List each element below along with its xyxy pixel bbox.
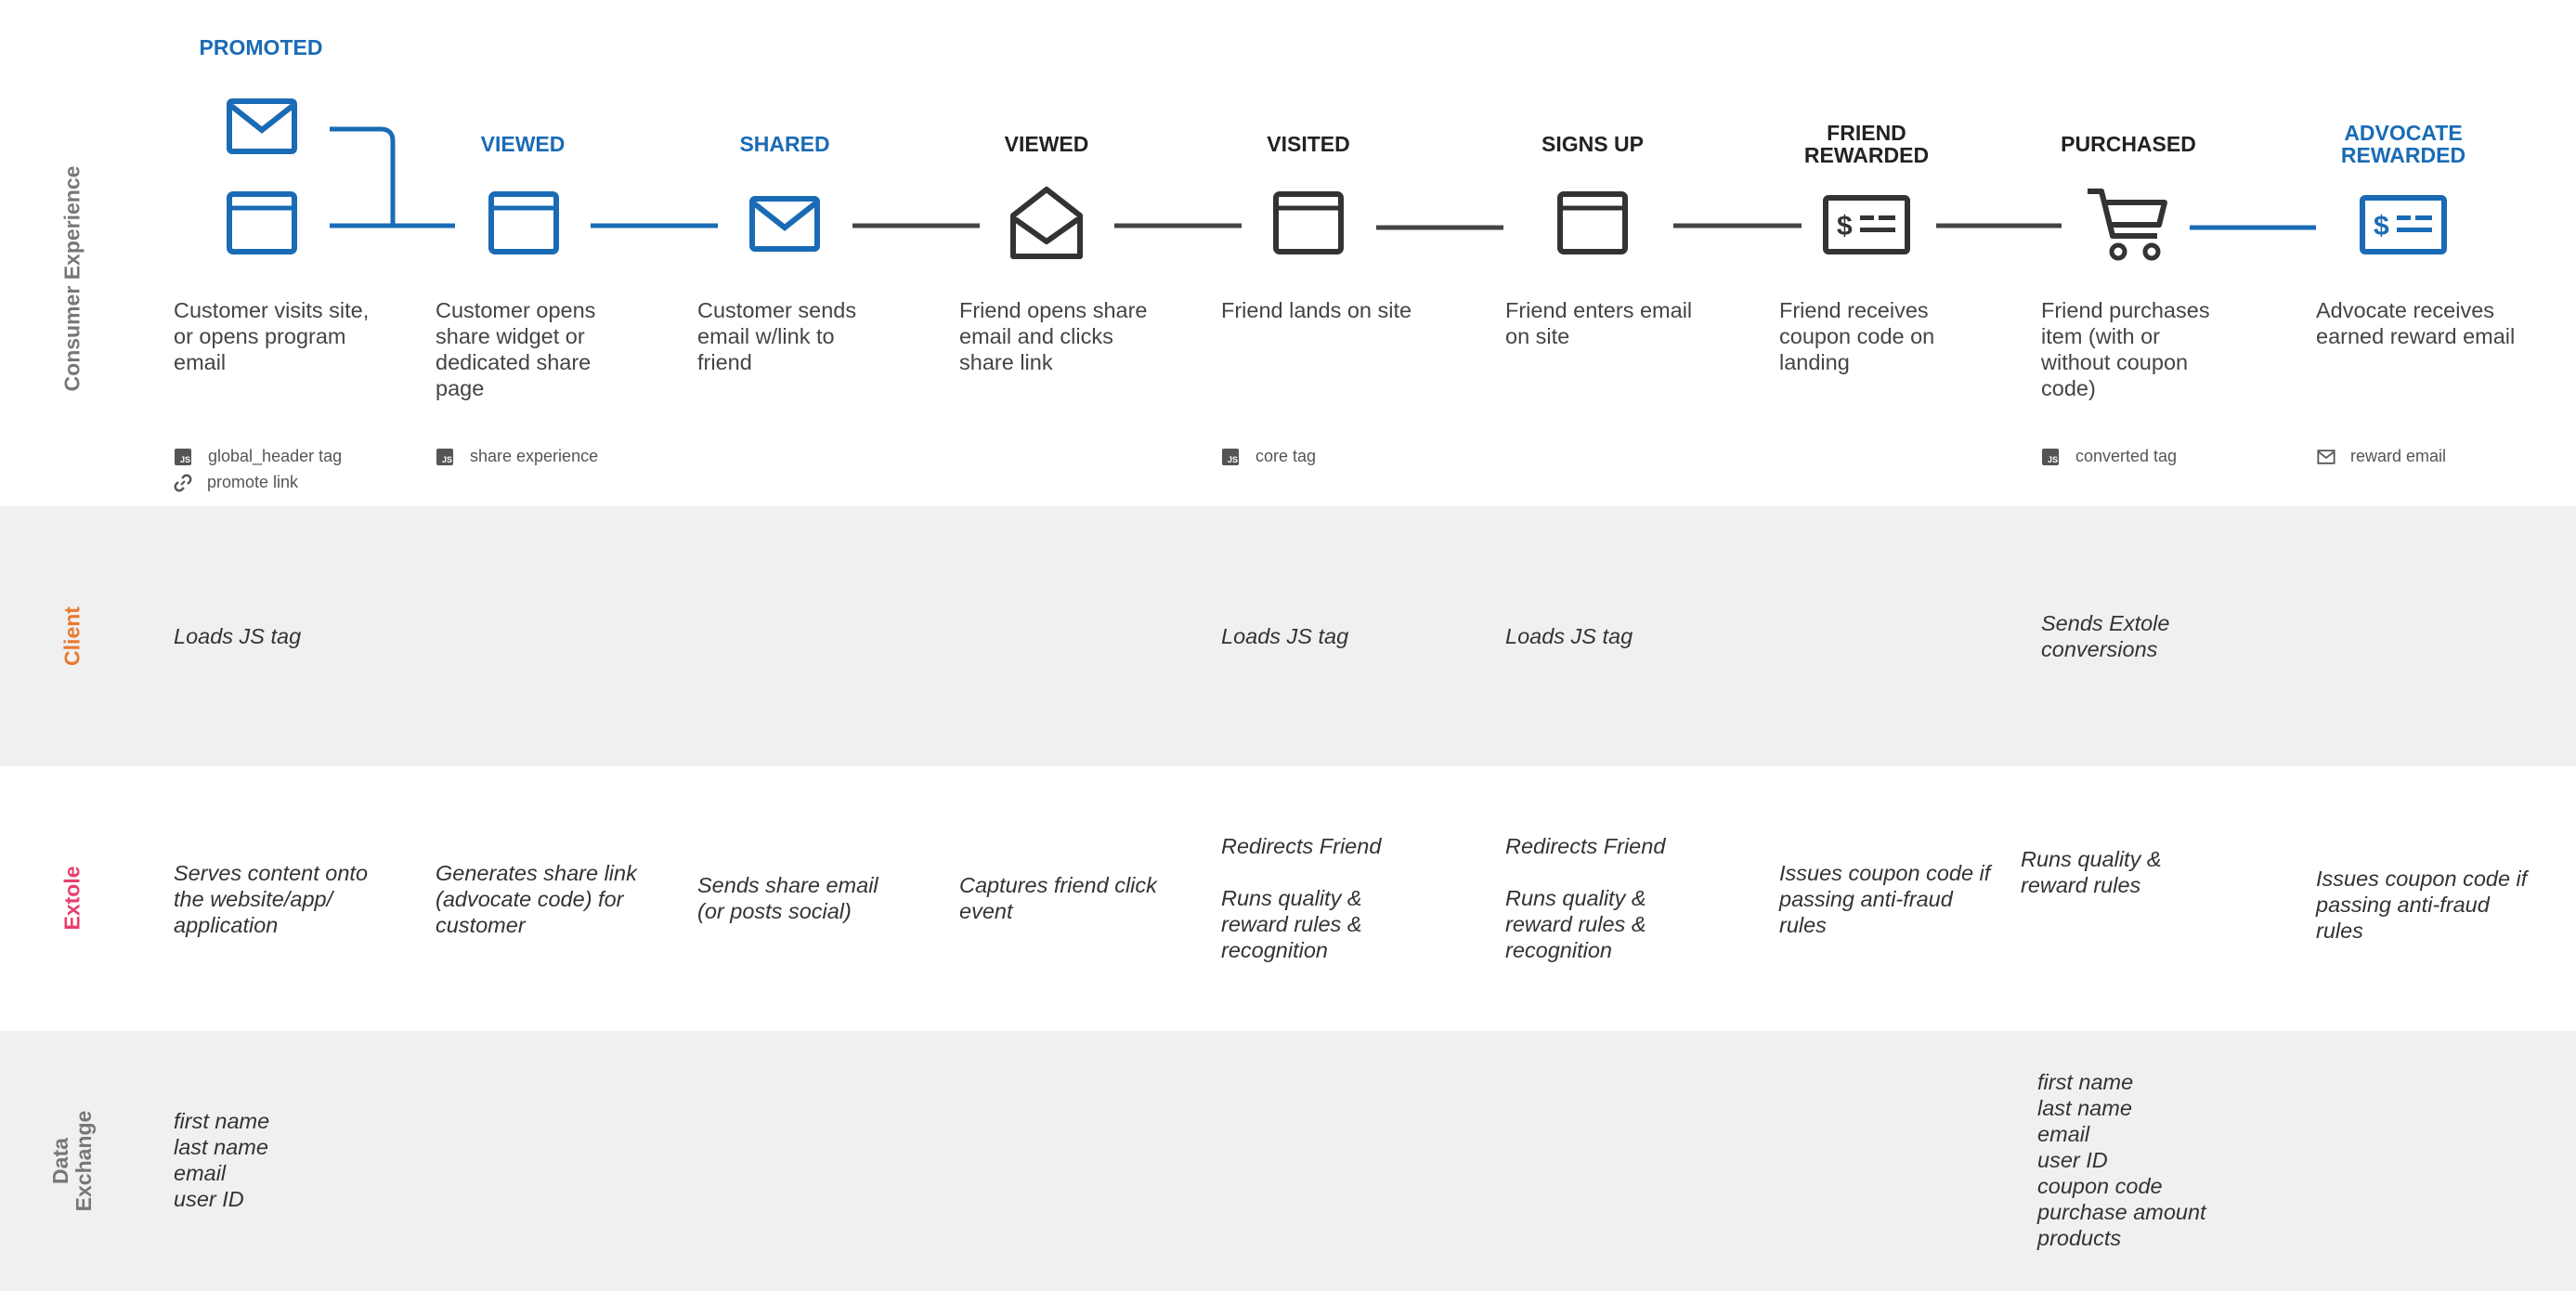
coupon-icon: $ <box>1823 195 1910 254</box>
stage-title-shared: SHARED <box>739 132 830 156</box>
extole-action: Redirects Friend Runs quality & reward r… <box>1505 834 1666 962</box>
browser-icon <box>1273 191 1344 254</box>
extole-action: Redirects Friend Runs quality & reward r… <box>1221 834 1382 962</box>
link-icon <box>174 474 192 492</box>
stage-description: Friend receives coupon code on landing <box>1779 298 1935 374</box>
stage-title-purchased: PURCHASED <box>2061 132 2196 156</box>
client-action: Loads JS tag <box>1221 624 1349 648</box>
tag-promote-link: promote link <box>174 473 298 492</box>
stage-description: Friend lands on site <box>1221 298 1412 322</box>
stage-title-visited: VISITED <box>1267 132 1350 156</box>
stage-title-viewed: VIEWED <box>480 132 566 156</box>
extole-action: Issues coupon code if passing anti-fraud… <box>2316 867 2528 943</box>
row-label-extole: Extole <box>59 866 85 931</box>
browser-icon <box>227 191 297 254</box>
svg-text:$: $ <box>2374 211 2389 241</box>
flow-connectors <box>330 126 2316 230</box>
browser-icon <box>488 191 559 254</box>
envelope-icon <box>749 196 820 252</box>
js-icon: JS <box>436 449 453 466</box>
stage-description: Customer opens share widget or dedicated… <box>436 298 596 400</box>
client-action: Sends Extole conversions <box>2041 611 2170 661</box>
extole-action: Generates share link (advocate code) for… <box>436 861 637 937</box>
data-exchange-band <box>0 1031 2576 1291</box>
cart-icon <box>2088 189 2167 261</box>
envelope-icon <box>2317 450 2335 464</box>
data-exchange-list-right: first name last name email user ID coupo… <box>2037 1070 2206 1250</box>
row-label-client: Client <box>59 606 85 666</box>
svg-text:$: $ <box>1837 211 1853 241</box>
stage-title-signs-up: SIGNS UP <box>1542 132 1644 156</box>
stage-description: Friend opens share email and clicks shar… <box>959 298 1148 374</box>
extole-action: Captures friend click event <box>959 873 1157 923</box>
stage-description: Friend purchases item (with or without c… <box>2041 298 2210 400</box>
stage-description: Friend enters email on site <box>1505 298 1693 348</box>
stage-description: Customer sends email w/link to friend <box>697 298 857 374</box>
stage-title-promoted: PROMOTED <box>199 35 323 59</box>
js-icon: JS <box>1222 449 1239 466</box>
js-icon: JS <box>175 449 191 466</box>
js-icon: JS <box>2042 449 2059 466</box>
client-band <box>0 506 2576 766</box>
browser-icon <box>1557 191 1628 254</box>
data-exchange-list-left: first name last name email user ID <box>174 1109 270 1211</box>
stage-title-friend-rewarded: FRIEND REWARDED <box>1803 121 1930 167</box>
extole-action: Sends share email (or posts social) <box>697 873 878 923</box>
envelope-icon <box>227 98 297 154</box>
extole-action: Serves content onto the website/app/ app… <box>174 861 369 937</box>
stage-description: Advocate receives earned reward email <box>2316 298 2516 348</box>
coupon-icon: $ <box>2360 195 2447 254</box>
tag-reward-email: reward email <box>2317 447 2446 466</box>
row-label-data-exchange: Data Exchange <box>48 1110 96 1212</box>
client-action: Loads JS tag <box>1505 624 1633 648</box>
open-envelope-icon <box>1010 187 1083 259</box>
stage-description: Customer visits site, or opens program e… <box>174 298 370 374</box>
stage-title-advocate-rewarded: ADVOCATE REWARDED <box>2340 121 2466 167</box>
extole-action: Runs quality & reward rules <box>2021 847 2162 897</box>
extole-action: Issues coupon code if passing anti-fraud… <box>1779 861 1991 937</box>
client-action: Loads JS tag <box>174 624 302 648</box>
stage-title-friend-viewed: VIEWED <box>1004 132 1089 156</box>
